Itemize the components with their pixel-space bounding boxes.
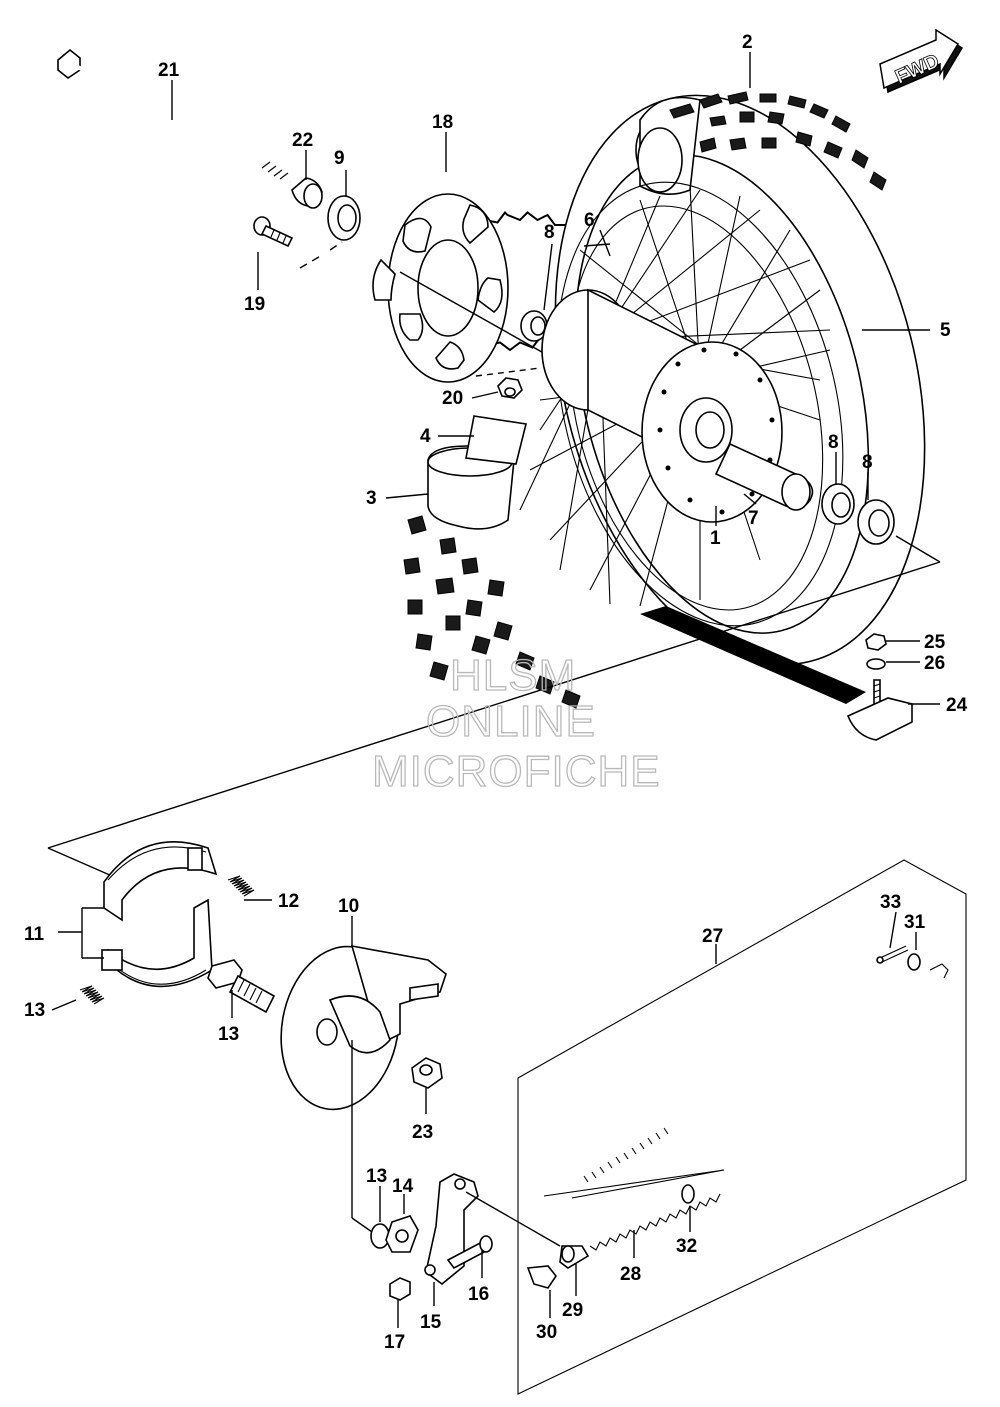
tire-tread-top bbox=[669, 91, 887, 191]
wear-indicator-plate bbox=[385, 1215, 419, 1253]
brake-cam bbox=[207, 959, 276, 1014]
callout-rod-washer-end: 31 bbox=[904, 912, 926, 933]
rear-axle bbox=[57, 48, 291, 184]
callout-wear-indicator: 14 bbox=[392, 1176, 414, 1197]
rear-hub bbox=[541, 288, 814, 523]
callout-rim: 5 bbox=[940, 320, 951, 341]
tire-tread-bottom bbox=[403, 515, 581, 709]
watermark-line-3: MICROFICHE bbox=[372, 747, 661, 796]
callout-spring-upper: 12 bbox=[278, 891, 299, 912]
wheel-bearing-outer bbox=[857, 499, 895, 545]
hub-bearing bbox=[520, 310, 548, 342]
lever-bolt bbox=[446, 1235, 493, 1270]
callout-labels: 2 21 22 9 18 6 8 19 20 4 3 5 8 8 1 7 25 … bbox=[24, 32, 968, 1353]
cable-joint bbox=[559, 1245, 590, 1269]
leader-lines bbox=[51, 52, 940, 1328]
callout-cotter-pin: 33 bbox=[880, 892, 901, 913]
oil-seal bbox=[327, 195, 361, 241]
brake-shoe-upper bbox=[103, 841, 218, 922]
rod-washer bbox=[681, 1184, 695, 1204]
rod-washer-end bbox=[907, 953, 921, 971]
callout-tire: 2 bbox=[742, 32, 753, 53]
callout-collar: 22 bbox=[292, 130, 313, 151]
rim-lock-washer bbox=[866, 658, 886, 670]
axle-collar bbox=[291, 177, 323, 209]
adjusting-nut bbox=[526, 1265, 557, 1289]
callout-brake-cam: 13 bbox=[218, 1024, 239, 1045]
callout-brake-rod: 27 bbox=[702, 926, 723, 947]
callout-hub-bearing: 8 bbox=[544, 222, 555, 243]
watermark-line-1: HLSM bbox=[450, 651, 576, 700]
callout-sprocket-nut: 20 bbox=[442, 388, 463, 409]
callout-cam-lever: 15 bbox=[420, 1312, 442, 1333]
callout-brake-panel: 10 bbox=[338, 896, 359, 917]
callout-lever-nut: 17 bbox=[384, 1332, 405, 1353]
callout-inner-tube: 3 bbox=[366, 488, 377, 509]
brake-panel bbox=[280, 944, 447, 1111]
callout-oil-seal: 9 bbox=[334, 148, 345, 169]
sprocket-nut bbox=[399, 271, 557, 399]
callout-axle: 21 bbox=[158, 60, 180, 81]
cam-o-ring bbox=[370, 1223, 390, 1249]
rim-band bbox=[465, 415, 527, 465]
brake-shoe-lower bbox=[101, 898, 213, 988]
callout-rim-band: 4 bbox=[420, 426, 431, 447]
callout-panel-nut: 23 bbox=[412, 1122, 433, 1143]
callout-rim-lock: 24 bbox=[946, 695, 968, 716]
brake-rod-spring bbox=[589, 1193, 721, 1251]
callout-spring-lower: 13 bbox=[24, 1000, 45, 1021]
callout-rim-lock-nut: 25 bbox=[924, 632, 946, 653]
brake-shoe-spring-lower bbox=[79, 985, 105, 1005]
lever-nut bbox=[389, 1277, 411, 1301]
callout-cam-o-ring: 13 bbox=[366, 1166, 387, 1187]
rim-lock bbox=[640, 606, 913, 741]
callout-sprocket-bolt: 19 bbox=[244, 294, 265, 315]
wheel-bearing-inner bbox=[821, 483, 855, 525]
callout-rod-spring: 28 bbox=[620, 1264, 641, 1285]
assembly-guide-lines bbox=[47, 229, 941, 877]
brake-cam-lever bbox=[424, 1173, 479, 1286]
brake-rod bbox=[579, 963, 949, 1183]
callout-sprocket: 18 bbox=[432, 112, 453, 133]
sprocket-bolt bbox=[253, 216, 343, 269]
callout-cable-joint: 29 bbox=[562, 1300, 583, 1321]
callout-rod-washer: 32 bbox=[676, 1236, 697, 1257]
callout-rim-lock-washer: 26 bbox=[924, 653, 945, 674]
hub-spoke-holes bbox=[657, 347, 775, 515]
callout-bearing-inner: 8 bbox=[828, 432, 839, 453]
callout-bearing-outer: 8 bbox=[862, 452, 873, 473]
callout-lever-bolt: 16 bbox=[468, 1284, 489, 1305]
brake-shoe-spring-upper bbox=[227, 875, 255, 897]
watermark-line-2: ONLINE bbox=[426, 697, 596, 746]
rim-lock-nut bbox=[865, 633, 887, 651]
callout-spoke-nipple: 7 bbox=[748, 508, 759, 529]
callout-adjusting-nut: 30 bbox=[536, 1322, 557, 1343]
brake-rod-group bbox=[351, 859, 967, 1395]
cotter-pin bbox=[876, 945, 909, 964]
callout-hub: 1 bbox=[710, 528, 721, 549]
callout-brake-shoes: 11 bbox=[24, 924, 45, 945]
watermark: HLSM ONLINE MICROFICHE bbox=[371, 650, 661, 796]
callout-spoke-set: 6 bbox=[584, 210, 595, 231]
fwd-direction-badge: FWD bbox=[879, 28, 964, 94]
brake-panel-nut bbox=[411, 1057, 443, 1089]
